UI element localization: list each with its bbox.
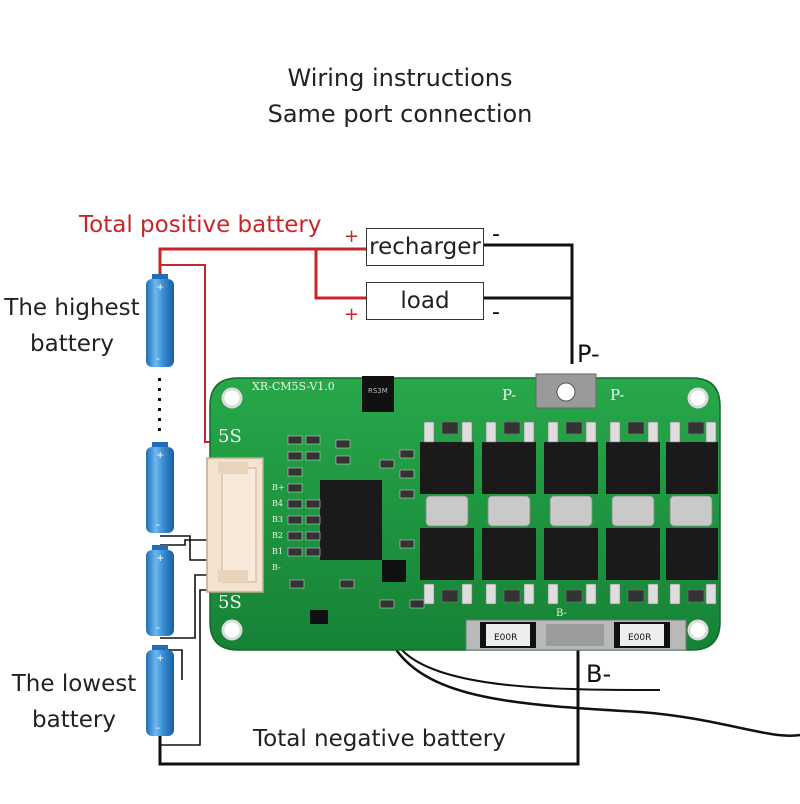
svg-text:B2: B2 — [272, 531, 283, 540]
svg-text:RS3M: RS3M — [368, 387, 388, 395]
svg-text:-: - — [156, 352, 160, 365]
battery-dots — [158, 378, 161, 431]
bms-board: RS3M — [206, 373, 721, 651]
svg-text:B4: B4 — [272, 499, 283, 508]
battery-mid: + - — [146, 442, 174, 533]
lowest-line-1: The lowest — [11, 671, 137, 697]
board-5s-top: 5S — [218, 426, 242, 447]
board-model: XR-CM5S-V1.0 — [252, 380, 335, 393]
board-5s-bottom: 5S — [218, 592, 242, 613]
title-line-2: Same port connection — [267, 100, 533, 128]
svg-text:B-: B- — [272, 563, 281, 572]
board-pin-labels: B+ B4 B3 B2 B1 B- — [272, 483, 285, 572]
diode-chip — [362, 376, 394, 412]
svg-text:-: - — [156, 621, 160, 634]
total-positive-label: Total positive battery — [79, 212, 322, 238]
svg-text:+: + — [156, 653, 164, 664]
svg-text:-: - — [156, 721, 160, 734]
sensor-cable-2 — [401, 649, 661, 691]
load-minus: - — [492, 300, 500, 325]
title-line-1: Wiring instructions — [287, 64, 513, 92]
highest-line-1: The highest — [4, 295, 140, 321]
recharger-minus: - — [492, 222, 500, 247]
highest-battery-label: The highest battery — [0, 290, 152, 362]
battery-lowest: + - — [146, 645, 174, 736]
recharger-plus: + — [344, 226, 360, 247]
positive-wire-main — [158, 247, 366, 276]
p-minus-label: P- — [577, 340, 600, 368]
svg-text:E00R: E00R — [494, 633, 517, 643]
svg-text:+: + — [156, 450, 164, 461]
board-p-minus-1: P- — [502, 386, 516, 404]
positive-wire-load — [314, 249, 366, 300]
battery-highest: + - — [146, 274, 174, 367]
total-negative-label: Total negative battery — [253, 726, 506, 752]
svg-text:+: + — [156, 553, 164, 564]
board-b-minus: B- — [556, 608, 567, 619]
mosfets-bottom — [420, 528, 718, 580]
lowest-line-2: battery — [32, 707, 116, 733]
svg-text:B+: B+ — [272, 483, 285, 492]
control-ic — [320, 480, 382, 560]
mosfets-top — [420, 442, 718, 494]
svg-text:B3: B3 — [272, 515, 283, 524]
highest-line-2: battery — [30, 331, 114, 357]
sensor-cable — [393, 647, 800, 737]
svg-text:+: + — [156, 282, 164, 293]
load-plus: + — [344, 304, 360, 325]
load-box: load — [366, 282, 484, 320]
board-p-minus-2: P- — [610, 386, 624, 404]
b-minus-label: B- — [586, 660, 612, 688]
lowest-battery-label: The lowest battery — [0, 666, 154, 738]
svg-text:B1: B1 — [272, 547, 283, 556]
svg-text:-: - — [156, 518, 160, 531]
svg-text:E00R: E00R — [628, 633, 651, 643]
total-negative-wire — [158, 640, 580, 766]
negative-wires — [158, 243, 580, 766]
p-minus-wire-recharger — [484, 243, 574, 364]
recharger-box: recharger — [366, 228, 484, 266]
battery-second: + - — [146, 545, 174, 636]
